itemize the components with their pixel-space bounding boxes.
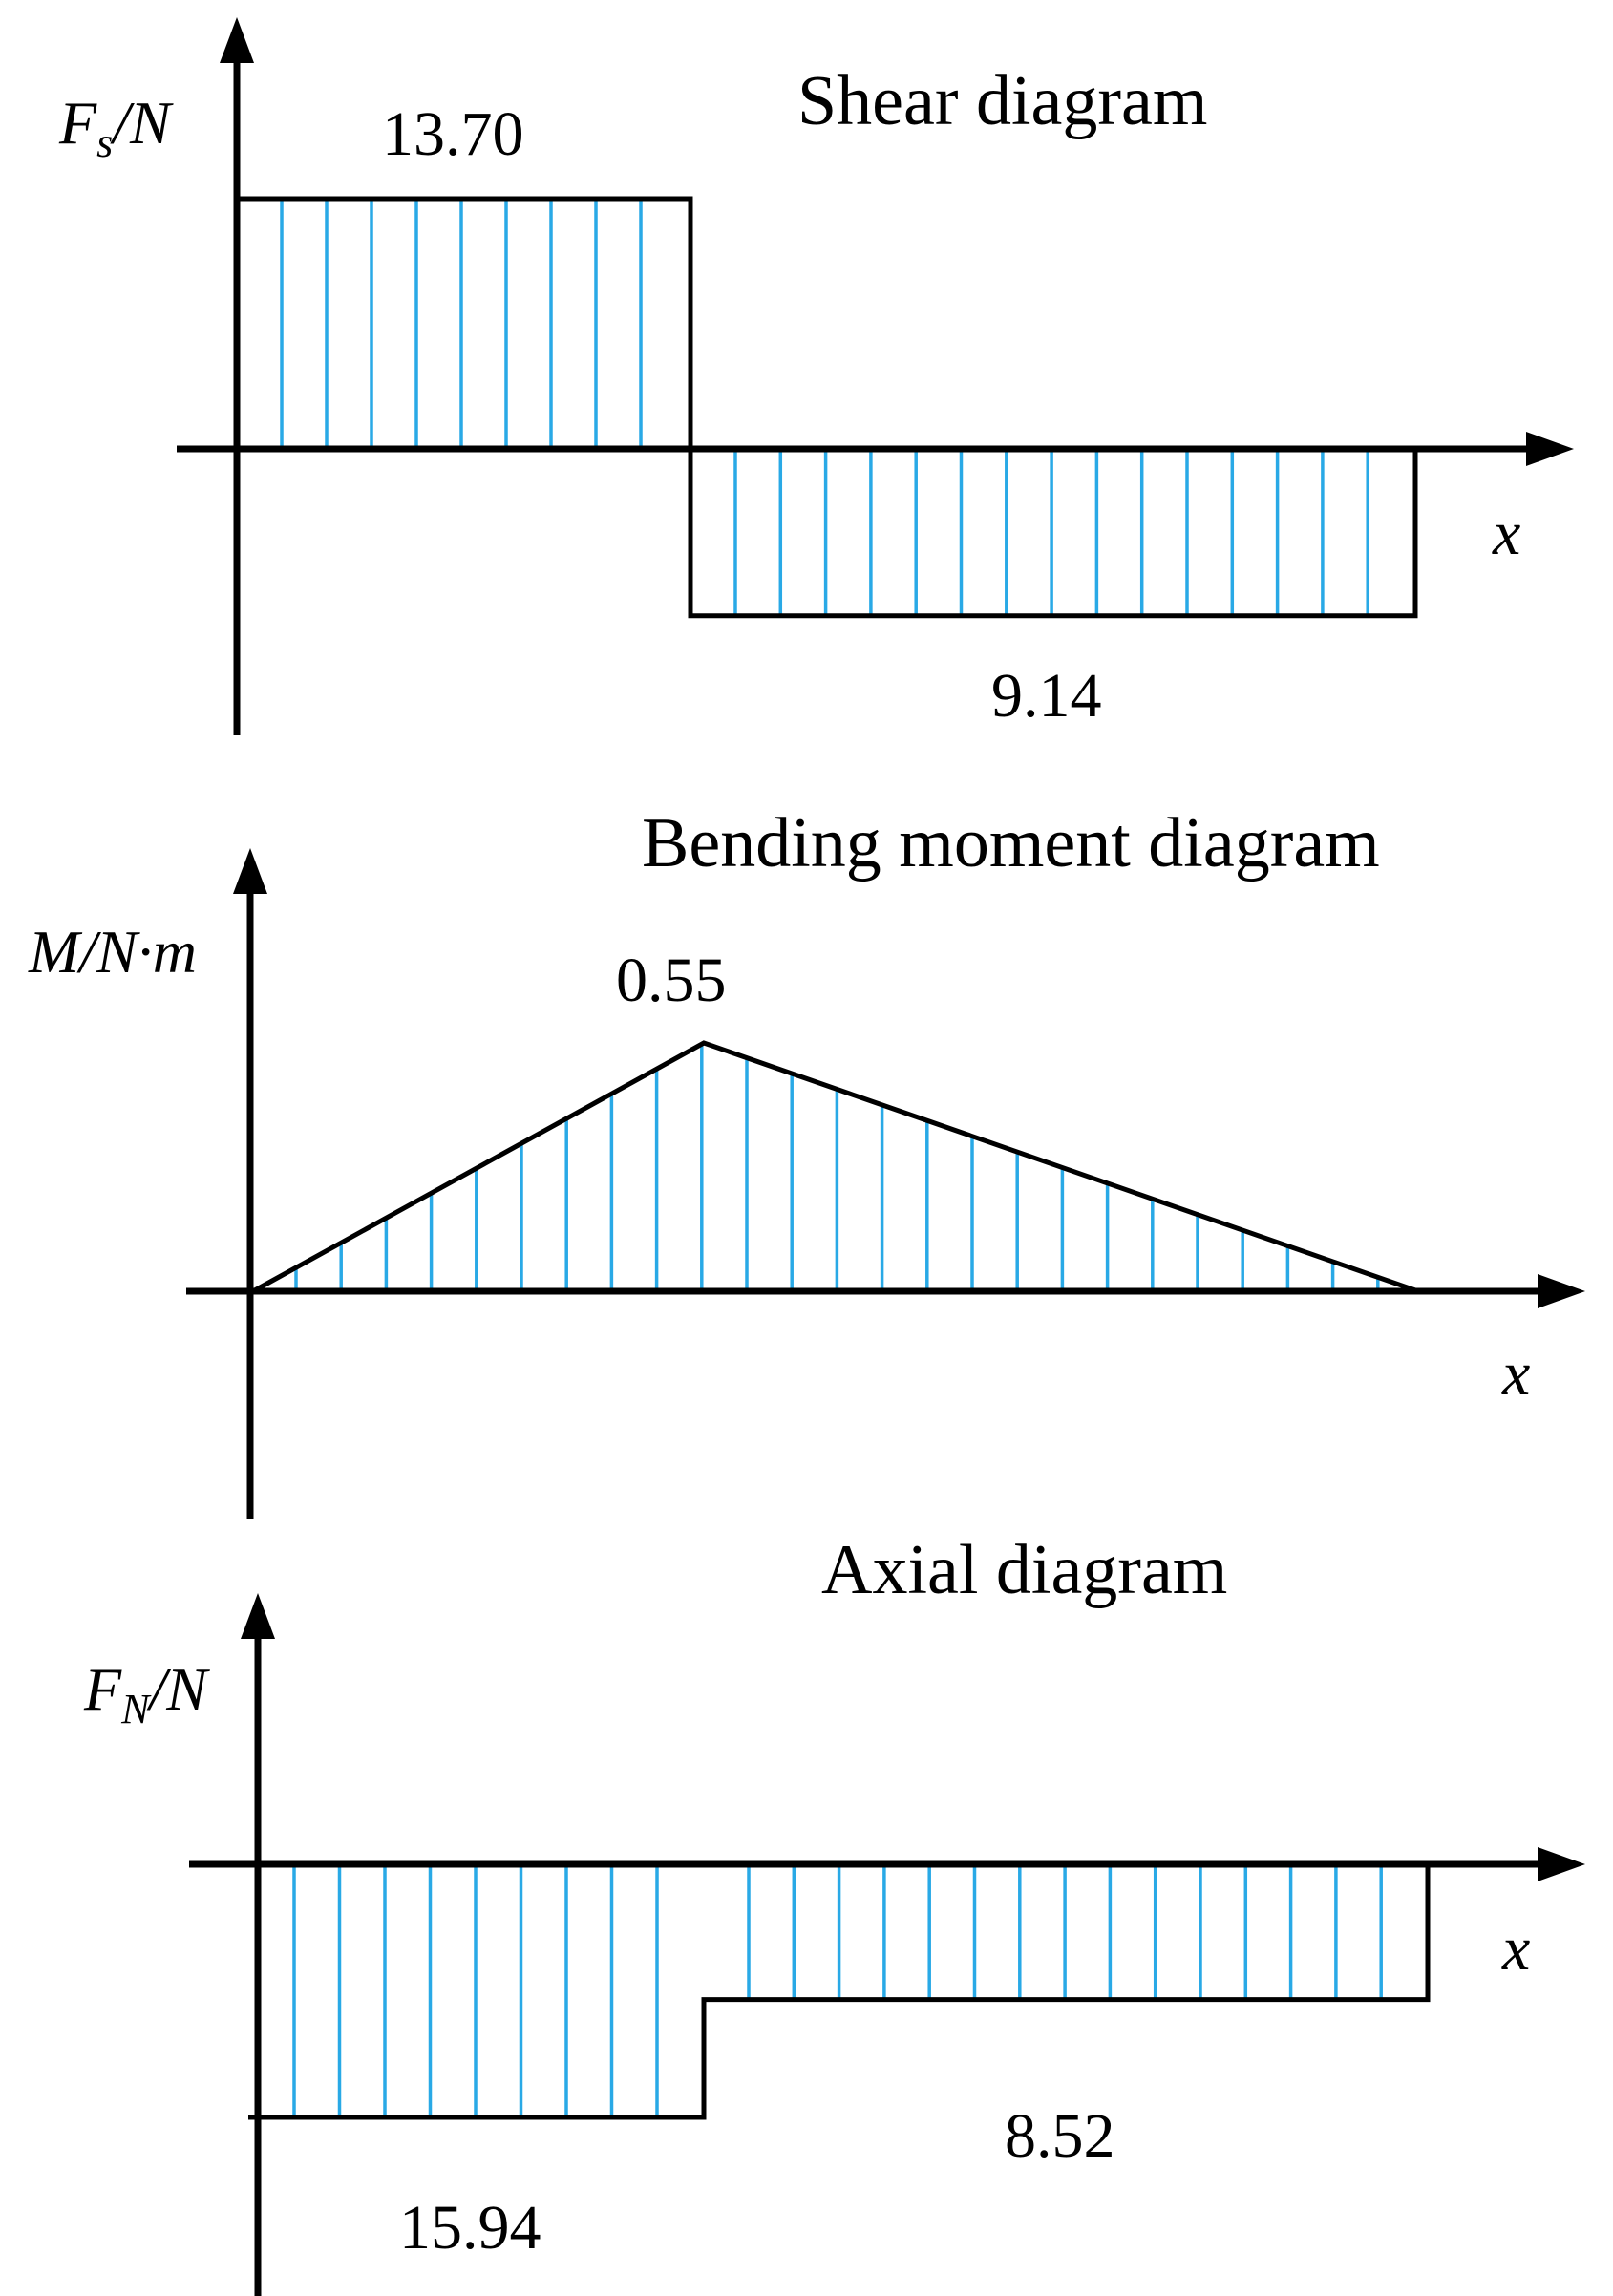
- moment-hatching: [294, 1044, 1380, 1291]
- shear-hatching: [280, 199, 1369, 616]
- moment-x-arrow-icon: [1538, 1274, 1585, 1308]
- moment-value-label: 0.55: [616, 946, 727, 1015]
- axial-title: Axial diagram: [821, 1531, 1227, 1609]
- moment-y-axis-label: M/N·m: [28, 918, 197, 986]
- moment-x-label: x: [1501, 1339, 1530, 1409]
- shear-x-label: x: [1492, 499, 1520, 568]
- axial-x-arrow-icon: [1538, 1847, 1585, 1881]
- axial-value-label-2: 8.52: [1005, 2101, 1115, 2171]
- moment-title: Bending moment diagram: [642, 804, 1380, 882]
- shear-y-axis-label: Fs/N: [58, 89, 174, 166]
- shear-diagram: Shear diagram Fs/N x 13.70 9.14: [58, 17, 1574, 735]
- axial-y-arrow-icon: [241, 1593, 275, 1639]
- axial-x-label: x: [1501, 1914, 1530, 1984]
- moment-diagram: Bending moment diagram M/N·m x 0.55: [28, 804, 1585, 1519]
- axial-outline: [248, 1864, 1431, 2120]
- moment-y-arrow-icon: [233, 848, 267, 894]
- shear-title: Shear diagram: [797, 62, 1207, 140]
- axial-hatching: [292, 1864, 1383, 2117]
- shear-x-arrow-icon: [1526, 432, 1574, 466]
- shear-y-arrow-icon: [220, 17, 254, 63]
- shear-outline: [239, 196, 1418, 619]
- shear-value-label-2: 9.14: [991, 661, 1102, 731]
- moment-outline: [251, 1040, 1419, 1294]
- axial-y-axis-label: FN/N: [83, 1655, 210, 1733]
- axial-diagram: Axial diagram FN/N x 8.52 15.94: [83, 1531, 1585, 2296]
- axial-value-label-1: 15.94: [399, 2193, 541, 2263]
- shear-value-label-1: 13.70: [382, 99, 524, 169]
